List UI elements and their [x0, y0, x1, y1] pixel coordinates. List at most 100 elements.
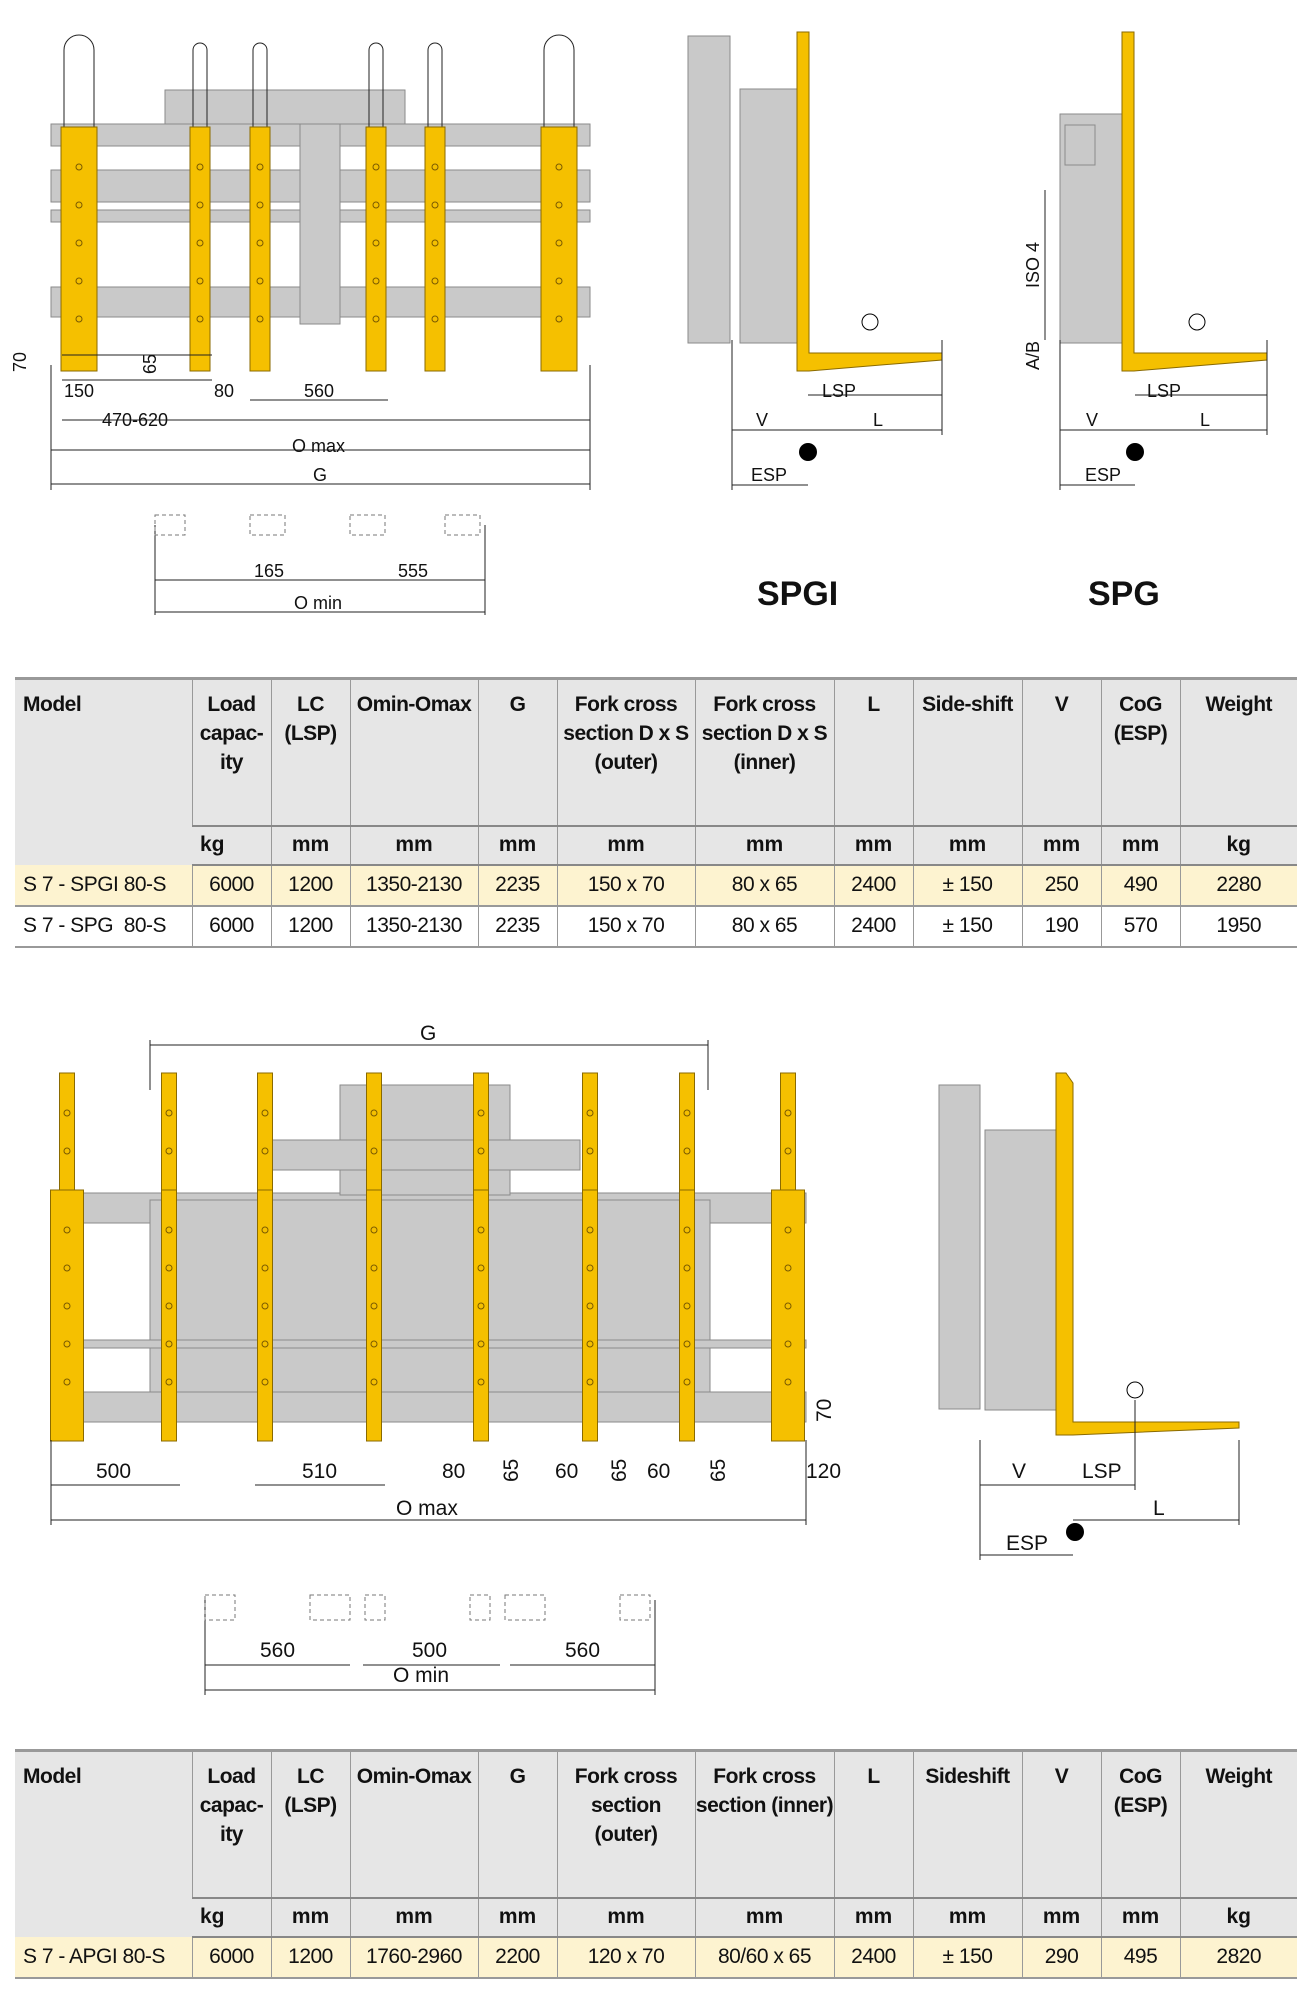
fork-handle — [368, 42, 384, 127]
table-cell: 290 — [1021, 1936, 1101, 1978]
fork-handle — [252, 42, 268, 127]
fork-handle — [63, 34, 95, 127]
d2-510: 510 — [302, 1460, 337, 1483]
fork — [540, 126, 578, 372]
dim-omax: O max — [292, 436, 345, 456]
column-header: Fork cross section D x S (outer) — [556, 678, 695, 826]
table-cell: 250 — [1021, 864, 1101, 906]
column-header: LC (LSP) — [270, 1750, 350, 1898]
fork-handle — [543, 34, 575, 127]
table-cell: 80 x 65 — [694, 864, 834, 906]
fork-handle — [427, 42, 443, 127]
table-cell: 190 — [1021, 905, 1101, 947]
dim-70: 70 — [10, 352, 30, 372]
table-cell: 2200 — [477, 1936, 557, 1978]
unit-cell: mm — [556, 824, 695, 866]
fork — [60, 126, 98, 372]
unit-cell: mm — [912, 824, 1022, 866]
dim-560: 560 — [304, 381, 334, 401]
fork-extension — [473, 1072, 489, 1201]
column-header: CoG (ESP) — [1100, 1750, 1180, 1898]
spgi-title: SPGI — [757, 575, 838, 613]
d2-60a: 60 — [555, 1460, 578, 1483]
column-header: Load capac-ity — [191, 1750, 271, 1898]
unit-cell: kg — [192, 824, 271, 866]
spg-front-drawing — [50, 34, 591, 372]
d2-80: 80 — [442, 1460, 465, 1483]
table-cell: S 7 - SPG 80-S — [23, 914, 167, 937]
table-cell: 6000 — [191, 1936, 271, 1978]
table-cell: 80 x 65 — [694, 905, 834, 947]
spg-title: SPG — [1088, 575, 1160, 613]
table-cell: 6000 — [191, 905, 271, 947]
d2-omin: O min — [393, 1664, 449, 1687]
unit-cell: mm — [694, 824, 834, 866]
d2-omin-b: 500 — [412, 1639, 447, 1662]
column-header: V — [1021, 1750, 1101, 1898]
table-cell: 2400 — [833, 1936, 913, 1978]
column-header: Weight — [1179, 1750, 1297, 1898]
d2-g: G — [420, 1022, 436, 1045]
fork-extension — [366, 1072, 382, 1201]
column-header: LC (LSP) — [270, 678, 350, 826]
fork — [257, 1189, 273, 1442]
d2-65c: 65 — [707, 1459, 730, 1482]
fork — [582, 1189, 598, 1442]
spg-ab: A/B — [1023, 341, 1043, 370]
d2-side-lsp: LSP — [1082, 1460, 1122, 1483]
fork — [50, 1189, 84, 1442]
unit-cell: mm — [349, 824, 478, 866]
column-header: L — [833, 1750, 913, 1898]
unit-cell: mm — [833, 1896, 913, 1938]
table-cell: 490 — [1100, 864, 1180, 906]
column-header: V — [1021, 678, 1101, 826]
spg-side-drawing — [1059, 31, 1268, 461]
apgi-front-drawing — [50, 1072, 807, 1442]
column-header: Weight — [1179, 678, 1297, 826]
d2-70: 70 — [813, 1399, 836, 1422]
d2-omin-a: 560 — [260, 1639, 295, 1662]
dim-omin: O min — [294, 593, 342, 613]
unit-cell: mm — [694, 1896, 834, 1938]
column-header: Sideshift — [912, 1750, 1022, 1898]
column-header: Omin-Omax — [349, 678, 478, 826]
unit-cell: mm — [270, 824, 350, 866]
column-header: Omin-Omax — [349, 1750, 478, 1898]
apgi-side-drawing — [938, 1072, 1240, 1541]
fork — [365, 126, 387, 372]
column-header: Load capac-ity — [191, 678, 271, 826]
table-cell: 1950 — [1179, 905, 1297, 947]
spgi-lsp: LSP — [822, 381, 856, 401]
table-cell: ± 150 — [912, 864, 1022, 906]
unit-cell: mm — [1021, 1896, 1101, 1938]
dimension-lines — [50, 190, 1268, 1695]
d2-omax: O max — [396, 1497, 458, 1520]
column-header: CoG (ESP) — [1100, 678, 1180, 826]
dim-80: 80 — [214, 381, 234, 401]
fork-extension — [679, 1072, 695, 1201]
fork — [189, 126, 211, 372]
unit-cell: mm — [477, 824, 557, 866]
table-cell: ± 150 — [912, 905, 1022, 947]
fork-extension — [582, 1072, 598, 1201]
table-cell: 2400 — [833, 864, 913, 906]
column-header: G — [477, 678, 557, 826]
d2-120: 120 — [806, 1460, 841, 1483]
table-cell: 1760-2960 — [349, 1936, 478, 1978]
column-header: Fork cross section (inner) — [694, 1750, 834, 1898]
fork-extension — [780, 1072, 796, 1201]
d2-side-esp: ESP — [1006, 1532, 1048, 1555]
fork — [249, 126, 271, 372]
d2-side-l: L — [1153, 1497, 1165, 1520]
column-header: Model — [15, 678, 192, 865]
column-header: Model — [15, 1750, 192, 1937]
unit-cell: mm — [477, 1896, 557, 1938]
d2-side-v: V — [1012, 1460, 1026, 1483]
unit-cell: mm — [1100, 824, 1180, 866]
d2-65b: 65 — [608, 1459, 631, 1482]
